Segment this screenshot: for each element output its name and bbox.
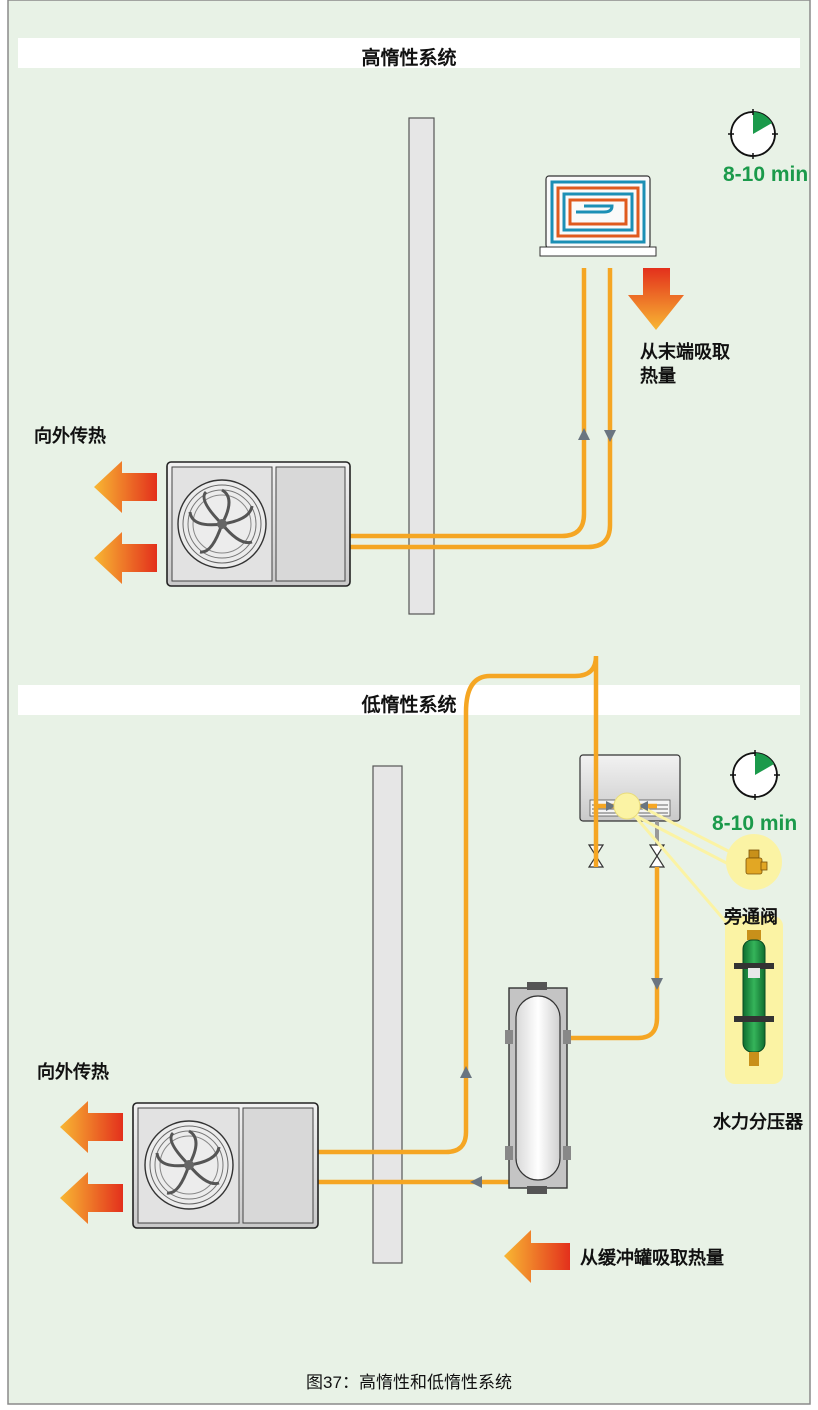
bypass-valve-icon [726, 834, 782, 890]
high-heat-out-label: 向外传热 [34, 426, 106, 446]
low-heat-pump-unit [132, 1102, 319, 1229]
high-heat-out-arrow-bottom [94, 532, 157, 584]
low-heat-out-arrow-bottom [60, 1172, 123, 1224]
bypass-junction [613, 792, 641, 820]
low-section-title: 低惰性系统 [361, 695, 457, 716]
bypass-valve-label: 旁通阀 [724, 907, 778, 927]
low-fan-icon [144, 1120, 234, 1210]
high-section-title: 高惰性系统 [361, 48, 457, 69]
high-pipe-supply [350, 268, 587, 539]
low-timer-icon [730, 750, 780, 800]
buffer-tank-label: 从缓冲罐吸取热量 [580, 1248, 724, 1268]
buffer-tank-icon [505, 982, 571, 1194]
low-pipe-tank-to-fancoil [566, 867, 660, 1041]
underfloor-coil-icon [539, 175, 657, 257]
low-wall [372, 765, 403, 1264]
low-pipe-supply [318, 655, 599, 1155]
high-pipe-return [350, 268, 613, 550]
low-title-bar [18, 685, 800, 715]
high-timer-icon [728, 109, 778, 159]
high-flow-arrow-up [578, 428, 590, 440]
bypass-flow-arrow-right [606, 801, 616, 811]
hydraulic-separator-icon [725, 916, 783, 1084]
high-draw-label-line1: 从末端吸取 [640, 342, 730, 362]
bypass-callout-line-b [627, 810, 741, 872]
low-heat-out-label: 向外传热 [37, 1062, 109, 1082]
low-flow-arrow-up [460, 1066, 472, 1078]
high-fan-icon [177, 479, 267, 569]
high-heat-pump-unit [166, 461, 351, 587]
figure-caption: 图37：高惰性和低惰性系统 [306, 1373, 512, 1392]
low-time-label: 8-10 min [712, 812, 798, 835]
high-title-bar [18, 38, 800, 68]
low-flow-arrow-down [651, 978, 663, 990]
high-wall [408, 117, 435, 615]
high-draw-label-line2: 热量 [640, 366, 676, 386]
low-heat-out-arrow-top [60, 1101, 123, 1153]
heat-draw-down-arrow [628, 268, 684, 330]
high-flow-arrow-down [604, 430, 616, 442]
hydraulic-separator-label: 水力分压器 [713, 1112, 803, 1132]
low-flow-arrow-left [470, 1176, 482, 1188]
bypass-flow-arrow-left [638, 801, 648, 811]
buffer-heat-arrow [504, 1230, 570, 1283]
high-time-label: 8-10 min [723, 163, 809, 186]
high-heat-out-arrow-top [94, 461, 157, 513]
